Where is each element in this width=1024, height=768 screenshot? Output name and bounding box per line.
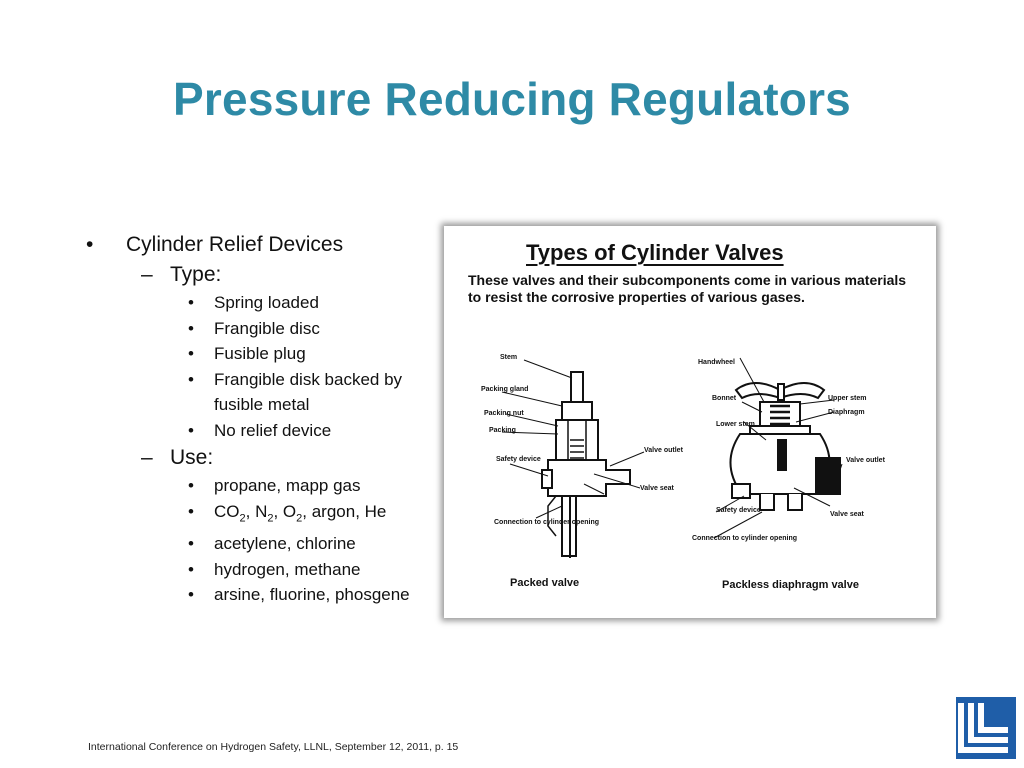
packless-valve-drawing xyxy=(713,357,843,539)
type-item: No relief device xyxy=(86,418,426,444)
label-connection: Connection to cylinder opening xyxy=(494,519,599,526)
label-packing-gland: Packing gland xyxy=(481,386,528,393)
label-bonnet: Bonnet xyxy=(712,395,737,402)
cylinder-valves-figure: Stem Packing gland Packing nut Packing S… xyxy=(444,226,936,618)
type-item: Fusible plug xyxy=(86,341,426,367)
subscript-2: 2 xyxy=(239,511,246,524)
label-valve-seat-2: Valve seat xyxy=(830,511,865,518)
packed-valve-drawing xyxy=(501,359,645,558)
use-item: acetylene, chlorine xyxy=(86,531,426,557)
use-item-gases: CO2, N2, O2, argon, He xyxy=(86,499,426,532)
label-safety-device-2: Safety device xyxy=(716,507,761,514)
label-lower-stem: Lower stem xyxy=(716,421,755,428)
gas-rest: , argon, He xyxy=(302,501,387,521)
bullet-cylinder-relief-devices: Cylinder Relief Devices xyxy=(86,230,426,260)
caption-packless-valve: Packless diaphragm valve xyxy=(722,579,859,591)
label-upper-stem: Upper stem xyxy=(828,395,867,402)
gas-o: , O xyxy=(273,501,297,521)
label-packing-nut: Packing nut xyxy=(484,410,524,417)
label-valve-seat: Valve seat xyxy=(640,485,675,492)
label-stem: Stem xyxy=(500,354,517,361)
type-item: Frangible disc xyxy=(86,316,426,342)
caption-packed-valve: Packed valve xyxy=(510,577,579,589)
label-valve-outlet: Valve outlet xyxy=(644,447,684,454)
label-safety-device: Safety device xyxy=(496,456,541,463)
type-item: Frangible disk backed by fusible metal xyxy=(86,367,426,418)
subscript-2: 2 xyxy=(267,511,274,524)
use-item: arsine, fluorine, phosgene xyxy=(86,582,426,608)
label-packing: Packing xyxy=(489,427,516,434)
label-connection-2: Connection to cylinder opening xyxy=(692,535,797,542)
subscript-2: 2 xyxy=(296,511,303,524)
label-valve-outlet-2: Valve outlet xyxy=(846,457,886,464)
bullet-list: Cylinder Relief Devices Type: Spring loa… xyxy=(86,230,426,608)
figure-title: Types of Cylinder Valves xyxy=(526,240,784,265)
type-item: Spring loaded xyxy=(86,290,426,316)
slide-title: Pressure Reducing Regulators xyxy=(173,73,851,125)
llnl-logo-icon xyxy=(956,697,1016,759)
sub-bullet-type: Type: xyxy=(86,260,426,290)
use-item: hydrogen, methane xyxy=(86,557,426,583)
valve-diagrams: Stem Packing gland Packing nut Packing S… xyxy=(481,354,886,591)
footer-citation: International Conference on Hydrogen Saf… xyxy=(88,741,459,753)
gas-co: CO xyxy=(214,501,240,521)
figure-description: These valves and their subcomponents com… xyxy=(468,272,907,305)
label-diaphragm: Diaphragm xyxy=(828,409,865,416)
use-item: propane, mapp gas xyxy=(86,473,426,499)
label-handwheel: Handwheel xyxy=(698,359,735,366)
gas-n: , N xyxy=(245,501,268,521)
sub-bullet-use: Use: xyxy=(86,443,426,473)
